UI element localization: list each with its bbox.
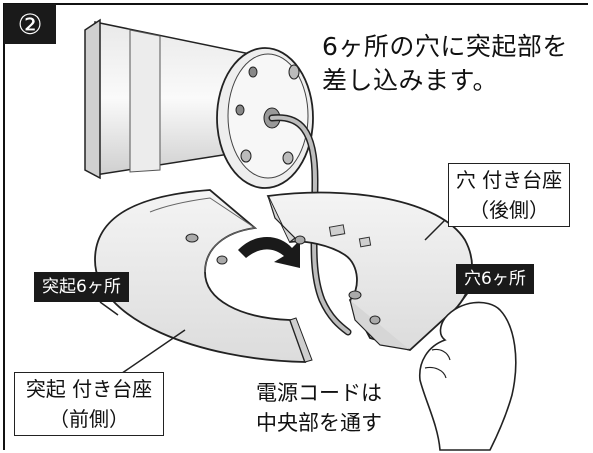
hole-count-tag: 穴6ヶ所 (456, 264, 534, 294)
heading-line-2: 差し込みます。 (322, 66, 499, 95)
leader-line-protrusion (99, 301, 119, 316)
power-cord-note: 電源コードは 中央部を通す (256, 378, 382, 438)
protrusion-count-text: 突起6ヶ所 (42, 277, 121, 297)
front-base-plate (94, 189, 313, 363)
power-cord-note-line-1: 電源コードは (256, 381, 382, 405)
heater-end-cap (216, 47, 314, 189)
rear-base-label-line-2: （後側） (469, 198, 549, 222)
instruction-heading: 6ヶ所の穴に突起部を 差し込みます。 (322, 30, 582, 98)
rear-base-label: 穴 付き台座 （後側） (448, 163, 570, 227)
step-number-badge: ② (4, 4, 56, 44)
rear-base-plate (266, 191, 473, 352)
front-base-label-line-1: 突起 付き台座 (25, 377, 153, 401)
heading-line-1: 6ヶ所の穴に突起部を (322, 32, 568, 61)
heater-body (84, 18, 256, 180)
rear-base-label-line-1: 穴 付き台座 (455, 168, 563, 192)
step-number: ② (17, 7, 43, 41)
leader-line-rear (424, 219, 446, 241)
power-cord-note-line-2: 中央部を通す (256, 411, 382, 435)
front-base-label-line-2: （前側） (49, 407, 129, 431)
leader-line-front (111, 329, 186, 381)
insert-arrow (238, 237, 300, 268)
diagram-frame (3, 3, 588, 450)
protrusion-count-tag: 突起6ヶ所 (34, 272, 129, 302)
hole-count-text: 穴6ヶ所 (464, 269, 526, 289)
front-base-label: 突起 付き台座 （前側） (14, 372, 164, 436)
hand-illustration (419, 301, 517, 451)
